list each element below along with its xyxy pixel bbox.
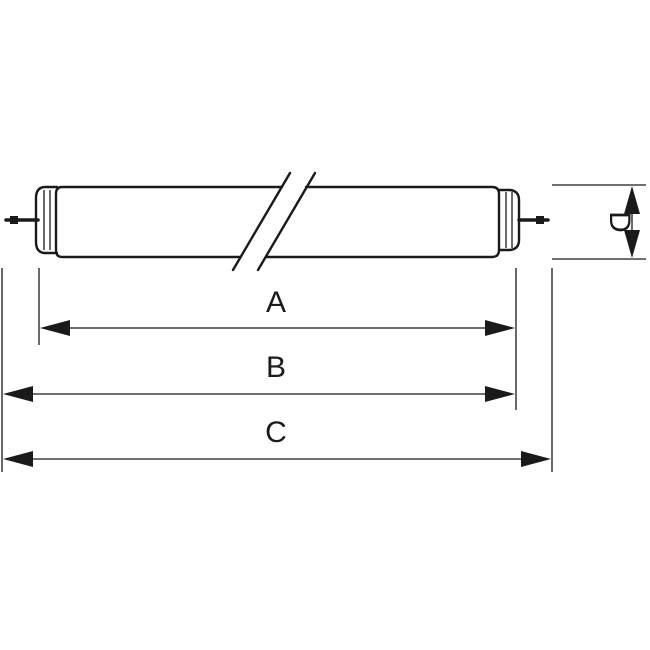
arrow-right-icon <box>485 386 515 402</box>
dimension-c: C <box>3 416 551 467</box>
break-line-2 <box>256 171 317 272</box>
dimension-label-b: B <box>266 351 286 384</box>
lamp-tube <box>4 171 550 272</box>
extension-lines <box>1 184 646 472</box>
break-line-1 <box>231 171 292 272</box>
arrow-up-icon <box>624 186 640 214</box>
arrow-right-icon <box>521 451 551 467</box>
dimension-label-a: A <box>266 286 286 319</box>
left-end-cap <box>34 185 59 255</box>
arrow-down-icon <box>624 230 640 258</box>
right-end-cap <box>497 188 521 252</box>
right-pins <box>517 216 550 224</box>
arrow-right-icon <box>485 320 515 336</box>
tube-body-left <box>54 185 284 259</box>
arrow-left-icon <box>3 451 33 467</box>
dimension-a: A <box>40 286 515 336</box>
arrow-left-icon <box>3 386 33 402</box>
left-pins <box>4 216 40 224</box>
dimension-b: B <box>3 351 515 402</box>
arrow-left-icon <box>40 320 70 336</box>
tube-body-right <box>264 185 501 259</box>
dimension-label-c: C <box>265 416 287 449</box>
dimension-d: D <box>603 186 640 258</box>
dimension-label-d: D <box>603 211 636 233</box>
